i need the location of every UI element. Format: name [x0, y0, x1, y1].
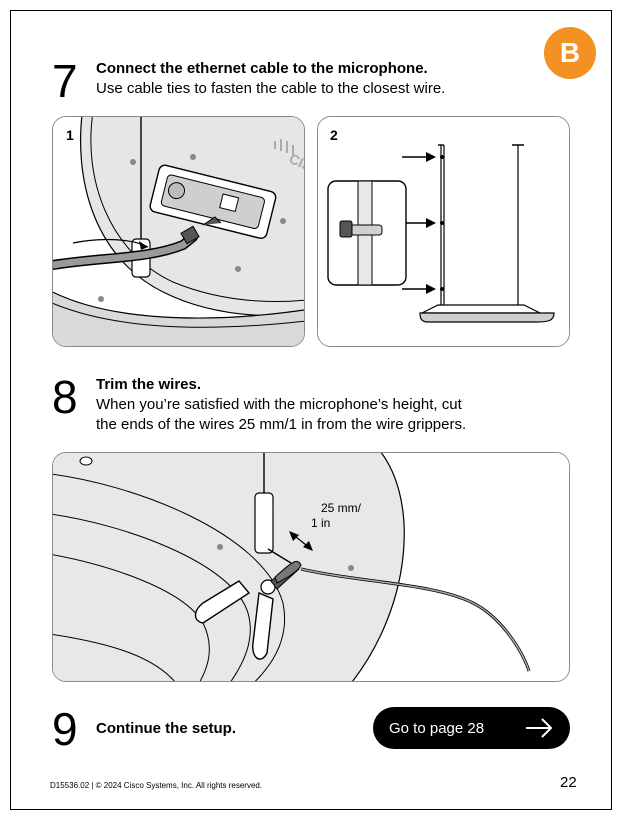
footer-doc-info: D15536.02 | © 2024 Cisco Systems, Inc. A…	[50, 781, 263, 790]
measurement-label-line-2: 1 in	[311, 516, 330, 530]
step-9-number: 9	[52, 703, 78, 755]
step-7-text: Use cable ties to fasten the cable to th…	[96, 80, 446, 97]
figure-connect-cable: CISCO 1	[52, 116, 305, 347]
step-8-text-line-2: the ends of the wires 25 mm/1 in from th…	[96, 416, 467, 433]
step-7-title: Connect the ethernet cable to the microp…	[96, 60, 428, 77]
figure-trim-wires: 25 mm/ 1 in	[52, 452, 570, 682]
page-number: 22	[560, 774, 577, 791]
cable-tie-illustration	[318, 117, 569, 346]
step-7-number: 7	[52, 55, 78, 107]
section-badge: B	[544, 27, 596, 79]
microphone-connector-illustration: CISCO	[53, 117, 304, 346]
arrow-right-icon	[526, 718, 553, 738]
page-border	[10, 10, 612, 810]
step-8-text-line-1: When you’re satisfied with the microphon…	[96, 396, 462, 413]
step-9-title: Continue the setup.	[96, 720, 236, 737]
panel-2-label: 2	[330, 127, 338, 143]
step-8-title: Trim the wires.	[96, 376, 202, 393]
go-to-page-button[interactable]: Go to page 28	[373, 707, 570, 749]
step-8-number: 8	[52, 371, 78, 423]
measurement-label-line-1: 25 mm/	[321, 501, 362, 515]
wire-trimming-illustration: 25 mm/ 1 in	[53, 453, 569, 681]
figure-cable-ties: 2	[317, 116, 570, 347]
panel-1-label: 1	[66, 127, 74, 143]
go-to-page-label: Go to page 28	[389, 719, 485, 737]
